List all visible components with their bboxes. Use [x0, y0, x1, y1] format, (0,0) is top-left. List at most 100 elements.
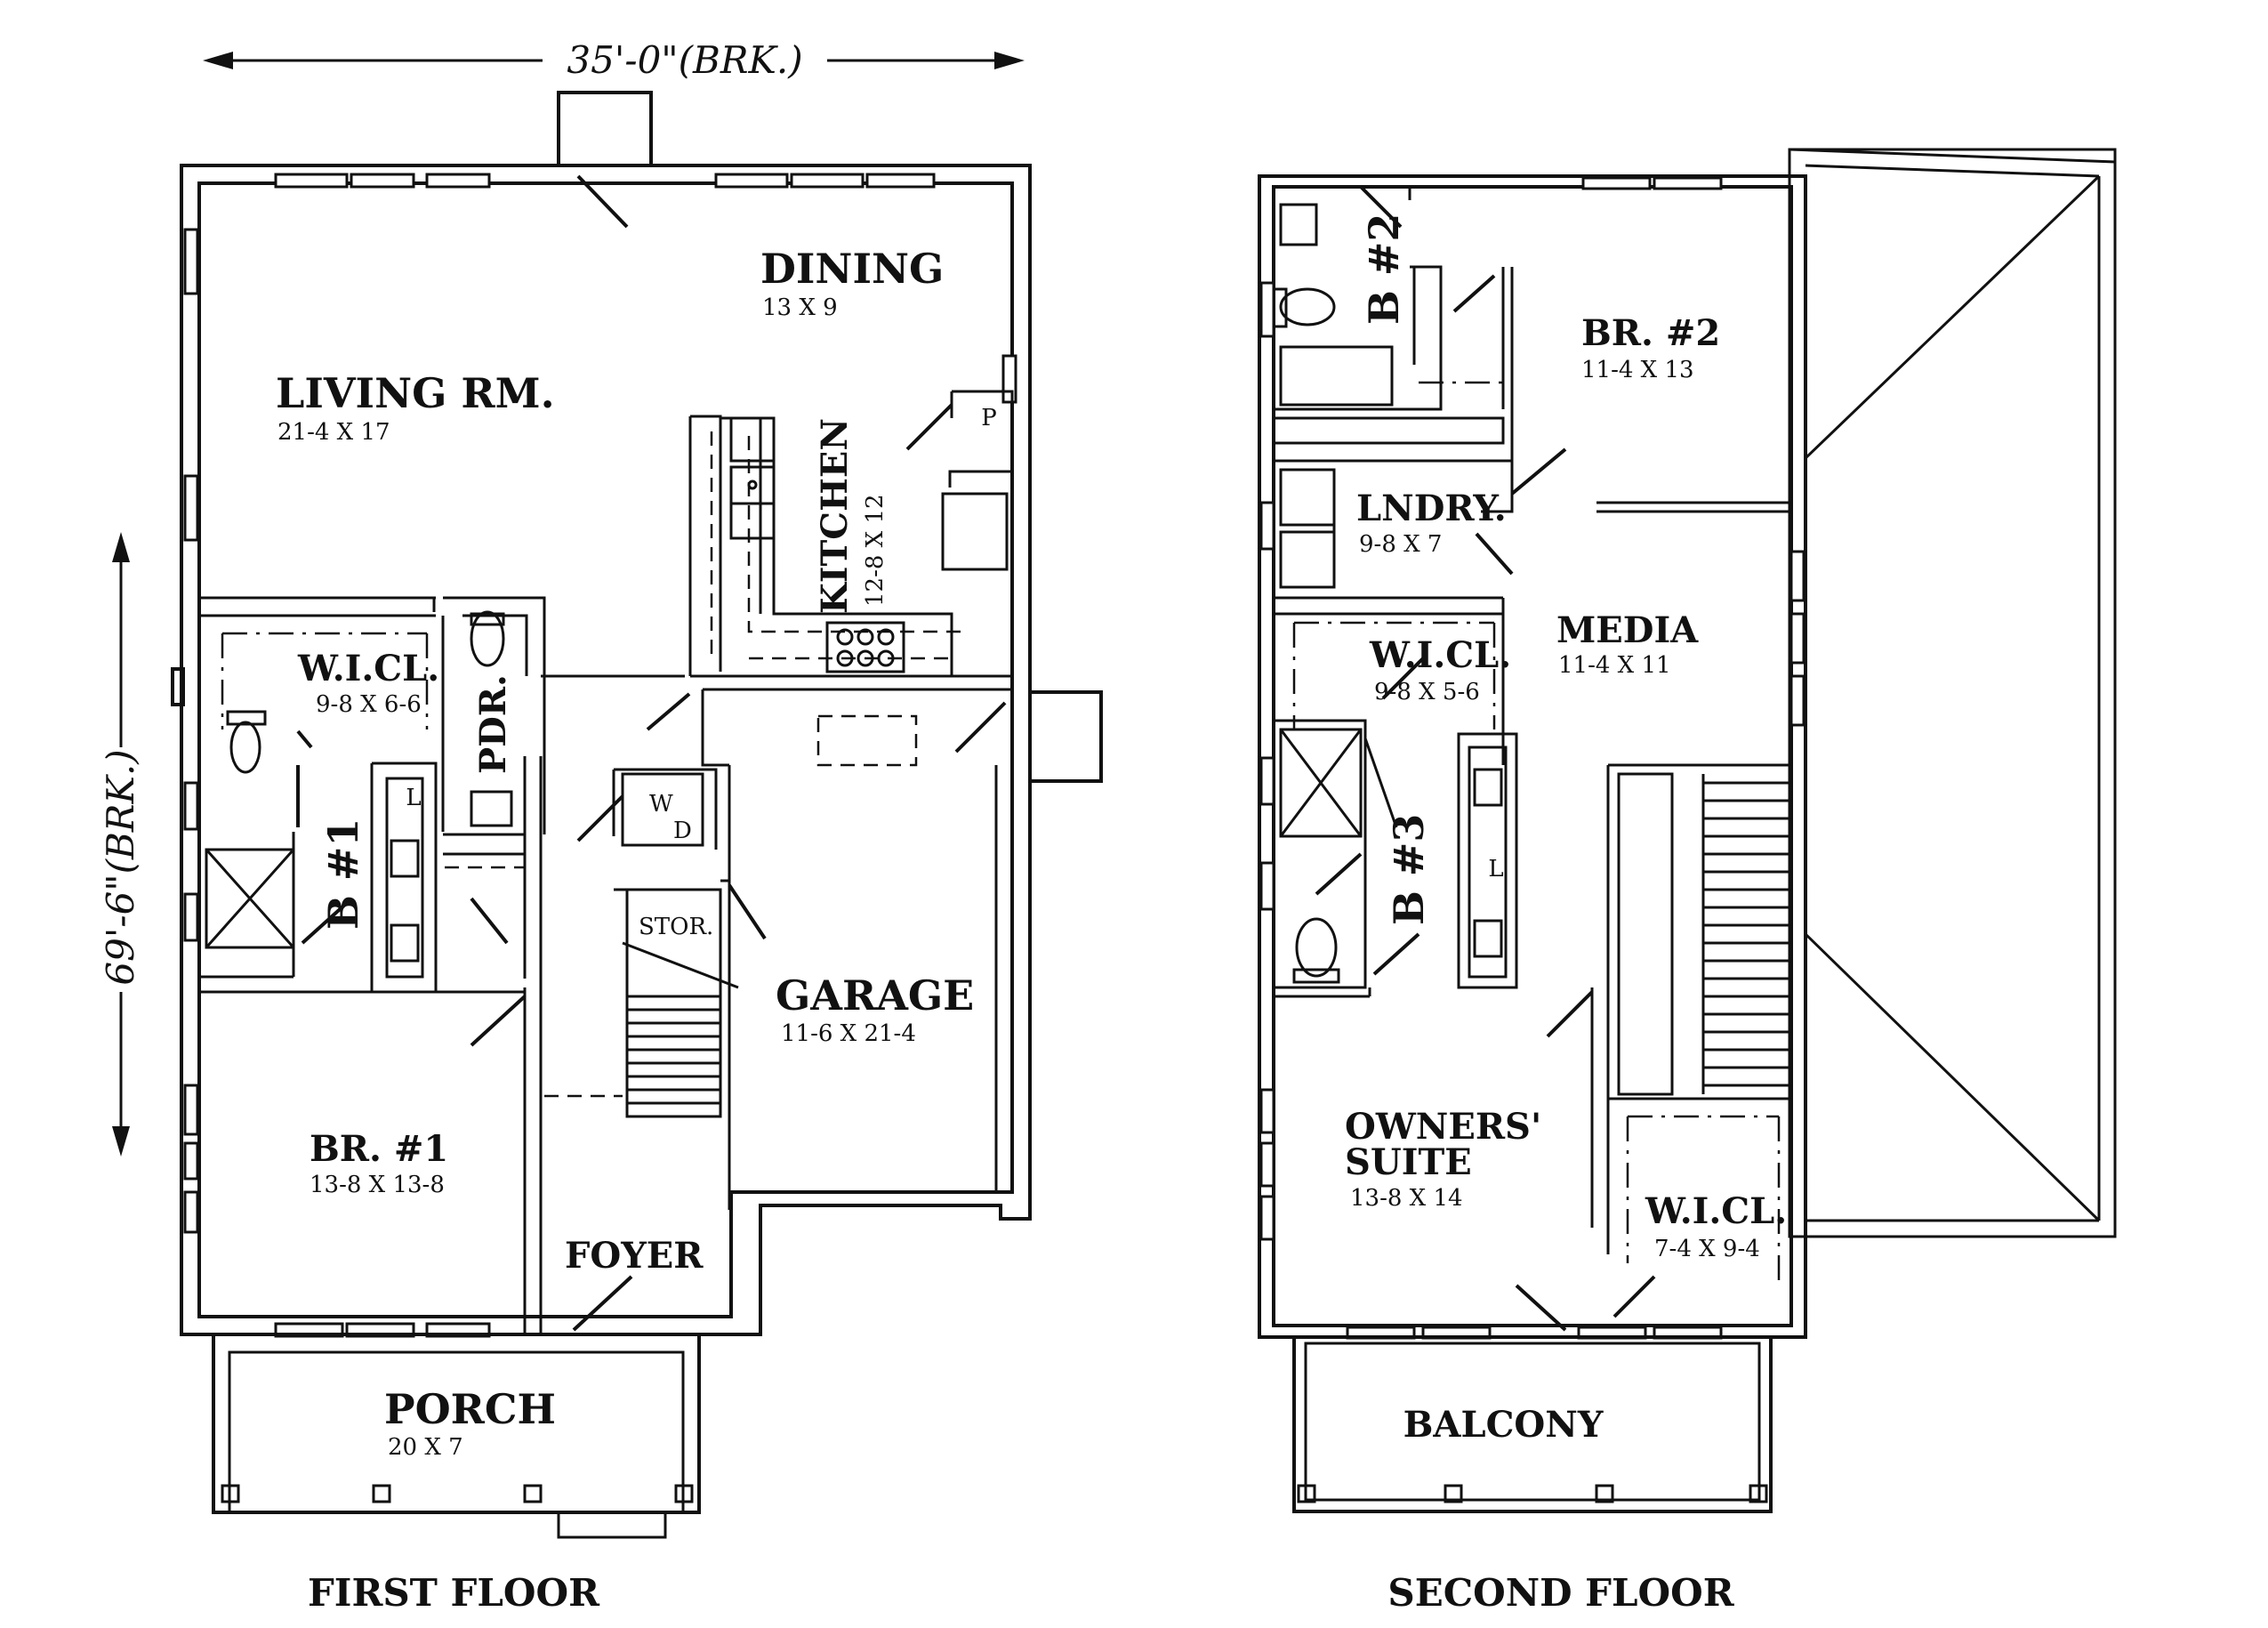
balcony-rail	[1304, 1342, 1761, 1502]
room-label-wicl-2: W.I.CL.	[1369, 634, 1511, 676]
stair-void	[1617, 772, 1674, 1096]
stair-treads	[627, 995, 720, 1105]
window	[865, 173, 936, 189]
room-size-dining: 13 X 9	[762, 294, 838, 321]
window	[1259, 756, 1275, 806]
door-swing[interactable]	[1452, 274, 1496, 313]
door-swing[interactable]	[576, 174, 629, 229]
room-label-foyer: FOYER	[565, 1235, 704, 1277]
door-swing[interactable]	[1315, 852, 1363, 896]
sink-bowl	[390, 839, 420, 878]
pantry-wall	[952, 390, 1014, 471]
window	[790, 173, 865, 189]
door-swing[interactable]	[470, 897, 509, 945]
front-door-swing[interactable]	[572, 1275, 633, 1332]
window	[1259, 501, 1275, 551]
linen-mark-2: L	[1488, 856, 1503, 883]
room-label-garage: GARAGE	[776, 971, 974, 1020]
second-floor-title: SECOND FLOOR	[1387, 1571, 1734, 1615]
lower-roof	[1788, 148, 2117, 1238]
window	[183, 1141, 199, 1181]
window	[714, 173, 789, 189]
vanity-cabinet	[1457, 732, 1518, 989]
room-label-bath-3: B #3	[1385, 814, 1433, 925]
door-swing[interactable]	[576, 794, 624, 842]
dishwasher	[729, 416, 776, 463]
room-label-wicl-1: W.I.CL.	[297, 648, 439, 689]
window	[183, 228, 199, 295]
vanity-cabinet	[385, 777, 424, 979]
door-swing[interactable]	[1359, 185, 1403, 229]
dryer	[1279, 530, 1336, 589]
door-swing[interactable]	[1613, 1275, 1656, 1318]
door-swing[interactable]	[1475, 532, 1514, 576]
door-swing[interactable]	[296, 729, 313, 749]
room-label-media: MEDIA	[1556, 609, 1699, 651]
door-swing[interactable]	[1515, 1284, 1567, 1332]
room-label-bath-1: B #1	[319, 818, 367, 930]
bathtub	[1279, 345, 1394, 407]
window	[1581, 176, 1652, 190]
door-swing[interactable]	[954, 701, 1007, 754]
dimension-width: 35'-0"(BRK.)	[203, 38, 1025, 82]
linen-mark: L	[406, 785, 421, 811]
wall	[443, 596, 546, 676]
window	[1001, 354, 1017, 404]
window	[1789, 674, 1806, 727]
door-swing[interactable]	[728, 883, 767, 940]
toilet	[470, 610, 505, 667]
wall	[462, 614, 528, 676]
window	[1789, 550, 1806, 602]
door-swing[interactable]	[646, 692, 691, 731]
door-swing[interactable]	[1546, 990, 1594, 1038]
window	[274, 173, 349, 189]
room-size-br-2: 11-4 X 13	[1581, 357, 1694, 383]
stair-cut-line	[622, 941, 739, 989]
door-swing[interactable]	[1372, 932, 1420, 976]
attic-access	[816, 714, 918, 767]
window	[1259, 1088, 1275, 1134]
first-floor-title: FIRST FLOOR	[308, 1571, 600, 1615]
room-size-owners-suite: 13-8 X 14	[1350, 1185, 1463, 1212]
porch-step	[557, 1511, 667, 1539]
sink-bowl	[1473, 768, 1503, 807]
shower	[1279, 728, 1363, 838]
window	[350, 173, 415, 189]
room-size-kitchen: 12-8 X 12	[862, 494, 889, 607]
range-cooktop	[825, 621, 905, 673]
window	[1789, 612, 1806, 665]
room-size-garage: 11-6 X 21-4	[781, 1020, 916, 1047]
door-swing[interactable]	[1510, 447, 1567, 496]
washer-dryer	[621, 772, 704, 847]
room-label-wicl-3: W.I.CL.	[1645, 1190, 1787, 1232]
window	[1259, 1141, 1275, 1188]
washer	[1279, 468, 1336, 527]
window	[1259, 281, 1275, 338]
room-size-porch: 20 X 7	[388, 1434, 463, 1461]
refrigerator	[941, 492, 1009, 571]
window	[183, 1190, 199, 1234]
window	[1259, 861, 1275, 911]
room-label-balcony: BALCONY	[1403, 1404, 1604, 1446]
door-swing[interactable]	[1381, 657, 1425, 700]
window	[425, 173, 491, 189]
room-size-wicl-1: 9-8 X 6-6	[316, 691, 422, 718]
room-size-br-1: 13-8 X 13-8	[310, 1172, 445, 1198]
second-floor-exterior-wall-outer	[1258, 174, 1807, 1339]
door-swing[interactable]	[301, 901, 349, 945]
room-label-br-1: BR. #1	[310, 1128, 448, 1170]
window	[183, 892, 199, 942]
room-label-stor: STOR.	[639, 914, 713, 940]
room-label-owners: OWNERS'	[1345, 1106, 1541, 1148]
door-swing[interactable]	[470, 995, 527, 1047]
laundry-shelf	[1274, 416, 1505, 445]
powder-sink	[470, 790, 513, 827]
door-swing[interactable]	[905, 403, 953, 451]
shower	[205, 848, 295, 949]
porch-rail	[228, 1350, 685, 1514]
pantry-mark: P	[981, 405, 997, 431]
first-floor-plan: P L W D	[171, 91, 1103, 1539]
room-label-pdr: PDR.	[472, 674, 514, 774]
toilet	[229, 721, 261, 774]
room-label-kitchen: KITCHEN	[814, 418, 856, 614]
